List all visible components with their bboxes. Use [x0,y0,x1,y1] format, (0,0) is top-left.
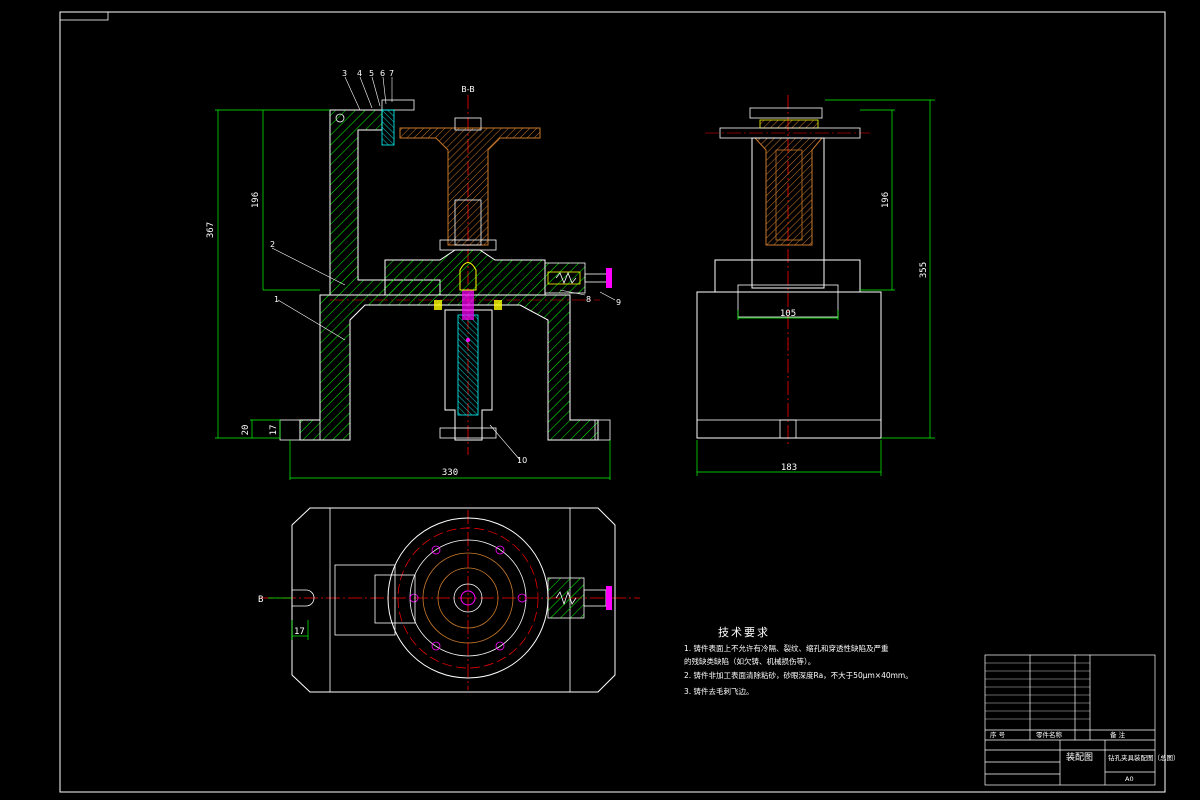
body-base [299,294,599,441]
top-base-outline [291,507,616,693]
part-number-10: 10 [517,456,527,465]
part-number-4: 4 [357,69,362,78]
top-clamp-parts [335,99,415,146]
dim-side-inner-width: 105 [780,309,796,319]
section-mark: B-B [461,85,475,94]
part-number-8: 8 [586,295,591,304]
top-view-dimensions [268,597,309,640]
technical-note-2: 2. 铸件非加工表面清除粘砂，砂眼深度Ra，不大于50μm×40mm。 [684,670,913,680]
drawing-name: 钻孔夹具装配图（总图） [1108,753,1180,762]
part-number-7: 7 [389,69,394,78]
dim-base-thk2: 17 [269,425,279,436]
part-number-6: 6 [380,69,385,78]
technical-note-1b: 的残缺类缺陷（如欠铸、机械损伤等）。 [684,656,815,666]
technical-notes-title: 技术要求 [718,626,770,639]
drawing-frame [59,11,1166,793]
front-view: 367 196 20 17 330 B-B 3 4 5 6 7 2 1 8 9 … [206,69,621,480]
dim-side-width: 183 [781,463,797,473]
dim-side-height: 355 [919,262,929,278]
part-number-1: 1 [274,295,279,304]
dim-overall-height: 367 [206,222,216,238]
side-view: 355 196 105 183 [696,95,935,476]
part-number-2: 2 [270,240,275,249]
side-bushing [753,137,824,246]
drawing-type: 装配图 [1066,751,1093,763]
title-block [984,654,1156,786]
technical-note-3: 3. 铸件去毛刺飞边。 [684,686,754,696]
section-label-b: B [258,595,263,605]
technical-note-1: 1. 铸件表面上不允许有冷隔、裂纹、缩孔和穿透性缺陷及严重 [684,643,889,653]
dim-base-thk1: 20 [241,425,251,436]
dim-width: 330 [442,468,458,478]
upper-housing [384,249,546,296]
dim-top-slot: 17 [294,627,305,637]
side-view-dimensions [696,99,935,476]
lower-cylinder [444,309,493,441]
part-number-9: 9 [616,298,621,307]
sheet-label: A0 [1125,775,1134,783]
title-col-name: 零件名称 [1036,730,1063,739]
top-clamp-screw [547,577,612,619]
part-number-5: 5 [369,69,374,78]
title-col-index: 序 号 [990,730,1006,739]
dim-upper-height: 196 [251,192,261,208]
clamp-screw-assembly [544,262,612,294]
technical-notes: 技术要求 1. 铸件表面上不允许有冷隔、裂纹、缩孔和穿透性缺陷及严重 的残缺类缺… [684,626,913,696]
title-col-remark: 备 注 [1110,730,1126,739]
part-leaders [271,76,616,461]
front-view-dimensions [215,109,611,480]
bushing-plate [399,127,541,246]
dim-side-upper-height: 196 [881,192,891,208]
top-view: B 17 [258,507,640,693]
part-number-3: 3 [342,69,347,78]
